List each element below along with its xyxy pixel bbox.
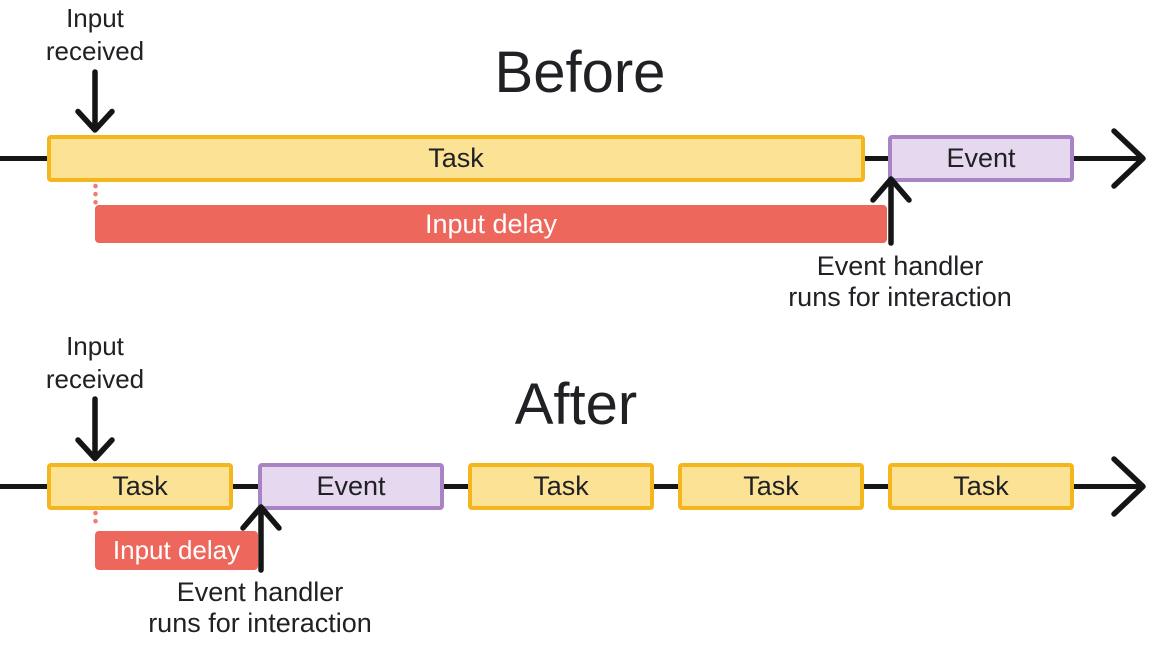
before-task-bar: Task [47,135,865,182]
before-input-received-arrow-icon [75,69,115,133]
after-task-bar-4-label: Task [953,471,1009,501]
after-timeline-arrowhead-icon [1111,456,1146,517]
after-input-received-arrow-icon [75,396,115,462]
after-title: After [514,372,638,437]
after-event-bar-label: Event [316,471,386,501]
before-event-bar: Event [888,135,1074,182]
before-task-bar-label: Task [428,143,484,173]
before-input-received-line2: received [45,36,145,66]
after-input-delay-bar-label: Input delay [112,535,241,565]
before-event-handler-line1: Event handler [816,251,984,281]
before-timeline-arrowhead-icon [1111,128,1146,189]
after-event-handler-line1: Event handler [176,577,344,607]
after-task-bar-1: Task [47,463,233,510]
after-task-bar-4: Task [888,463,1074,510]
after-event-handler-label: Event handler runs for interaction [100,577,420,639]
after-task-bar-2: Task [468,463,654,510]
before-input-delay-bar-label: Input delay [424,208,558,239]
after-input-delay-bar: Input delay [95,531,258,570]
before-title: Before [494,40,666,105]
after-task-bar-3-label: Task [743,471,799,501]
after-task-bar-2-label: Task [533,471,589,501]
before-input-received-label: Input received [15,2,175,68]
before-event-handler-line2: runs for interaction [788,282,1012,312]
before-input-received-line1: Input [66,3,124,33]
after-event-bar: Event [258,463,444,510]
after-task-bar-3: Task [678,463,864,510]
after-input-received-label: Input received [15,330,175,396]
before-event-bar-label: Event [946,143,1016,173]
before-event-handler-label: Event handler runs for interaction [740,251,1060,313]
after-event-handler-line2: runs for interaction [148,608,372,638]
before-input-delay-bar: Input delay [95,205,887,243]
after-input-received-line2: received [45,364,145,394]
after-task-bar-1-label: Task [112,471,168,501]
after-input-received-line1: Input [66,331,124,361]
